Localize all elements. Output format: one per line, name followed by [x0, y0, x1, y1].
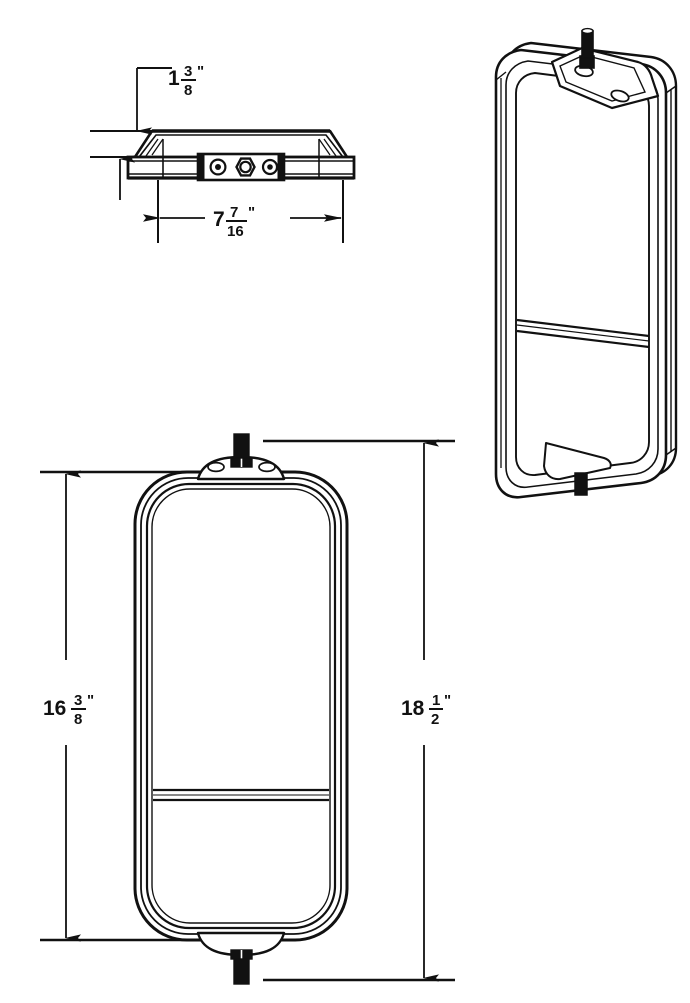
dim-glass-whole: 16: [43, 697, 66, 720]
dimension-overall-height: 18 1 2 ": [401, 439, 451, 982]
top-boss-hole-left: [207, 461, 225, 473]
dim-overall-numerator: 1: [432, 692, 440, 709]
dim-width-label: 7 7 16 ": [213, 204, 255, 240]
iso-boss-outline: [550, 46, 660, 110]
dim-thickness-denominator: 8: [184, 82, 192, 99]
iso-top-mount-boss: [550, 46, 660, 110]
dim-overall-height-label: 18 1 2 ": [401, 692, 451, 728]
dim-thickness-inch-mark: ": [197, 63, 204, 80]
bracket-end-left: [197, 153, 205, 181]
bracket-end-right: [277, 153, 285, 181]
mounting-bracket: [196, 152, 286, 182]
dimension-width: 7 7 16 ": [143, 204, 342, 240]
hex-nut-bore: [239, 160, 252, 174]
dim-overall-whole: 18: [401, 697, 425, 720]
front-top-stud: [230, 433, 253, 468]
dim-overall-inch-mark: ": [444, 692, 451, 709]
iso-glass-opening: [515, 72, 650, 476]
iso-top-stud-cap: [581, 27, 594, 35]
dim-glass-numerator: 3: [74, 692, 82, 709]
screw-left-core: [215, 164, 221, 170]
dim-width-denominator: 16: [227, 223, 244, 240]
dim-glass-inch-mark: ": [87, 692, 94, 709]
dim-width-inch-mark: ": [248, 204, 255, 221]
chamfer-left: [139, 138, 164, 157]
screw-left: [209, 158, 227, 176]
dim-thickness-whole: 1: [168, 67, 180, 90]
hex-nut: [235, 157, 256, 177]
iso-depth-edge-top: [665, 85, 677, 94]
isometric-view: [494, 27, 678, 499]
iso-boss-hole-right: [610, 89, 630, 103]
dim-thickness-numerator: 3: [184, 63, 192, 80]
iso-top-stud-shaft: [581, 30, 594, 59]
front-divider-bar: [153, 788, 329, 802]
dim-overall-denominator: 2: [431, 711, 439, 728]
dim-glass-height-label: 16 3 8 ": [43, 692, 94, 728]
dim-width-whole: 7: [213, 208, 225, 231]
iso-divider-bottom-line: [516, 329, 650, 349]
iso-frame-inner-edge: [505, 60, 659, 489]
dimension-glass-height: 16 3 8 ": [43, 470, 94, 942]
iso-divider-mid-line: [516, 324, 650, 342]
screw-right: [261, 158, 279, 176]
screw-right-core: [267, 164, 273, 170]
front-view: 16 3 8 " 18 1 2 ": [40, 433, 455, 985]
iso-bottom-mount: [543, 442, 612, 496]
dim-glass-denominator: 8: [74, 711, 82, 728]
front-bottom-stud: [230, 949, 253, 985]
iso-divider-top-line: [516, 318, 650, 338]
dim-thickness-label: 1 3 8 ": [168, 63, 204, 99]
iso-divider-bar: [516, 318, 650, 349]
dim-width-numerator: 7: [230, 204, 238, 221]
chamfer-right: [318, 138, 343, 157]
iso-left-depth-top: [495, 71, 507, 81]
bottom-stud-shaft: [233, 958, 250, 985]
top-boss-hole-right: [258, 461, 276, 473]
dimension-thickness: 1 3 8 ": [119, 63, 204, 200]
iso-top-stud: [579, 27, 595, 69]
top-edge-view: 1 3 8 " 7 7 16 ": [90, 63, 356, 243]
top-stud-shaft: [233, 433, 250, 459]
iso-bottom-stud: [574, 472, 588, 496]
front-glass-bezel: [151, 488, 331, 924]
